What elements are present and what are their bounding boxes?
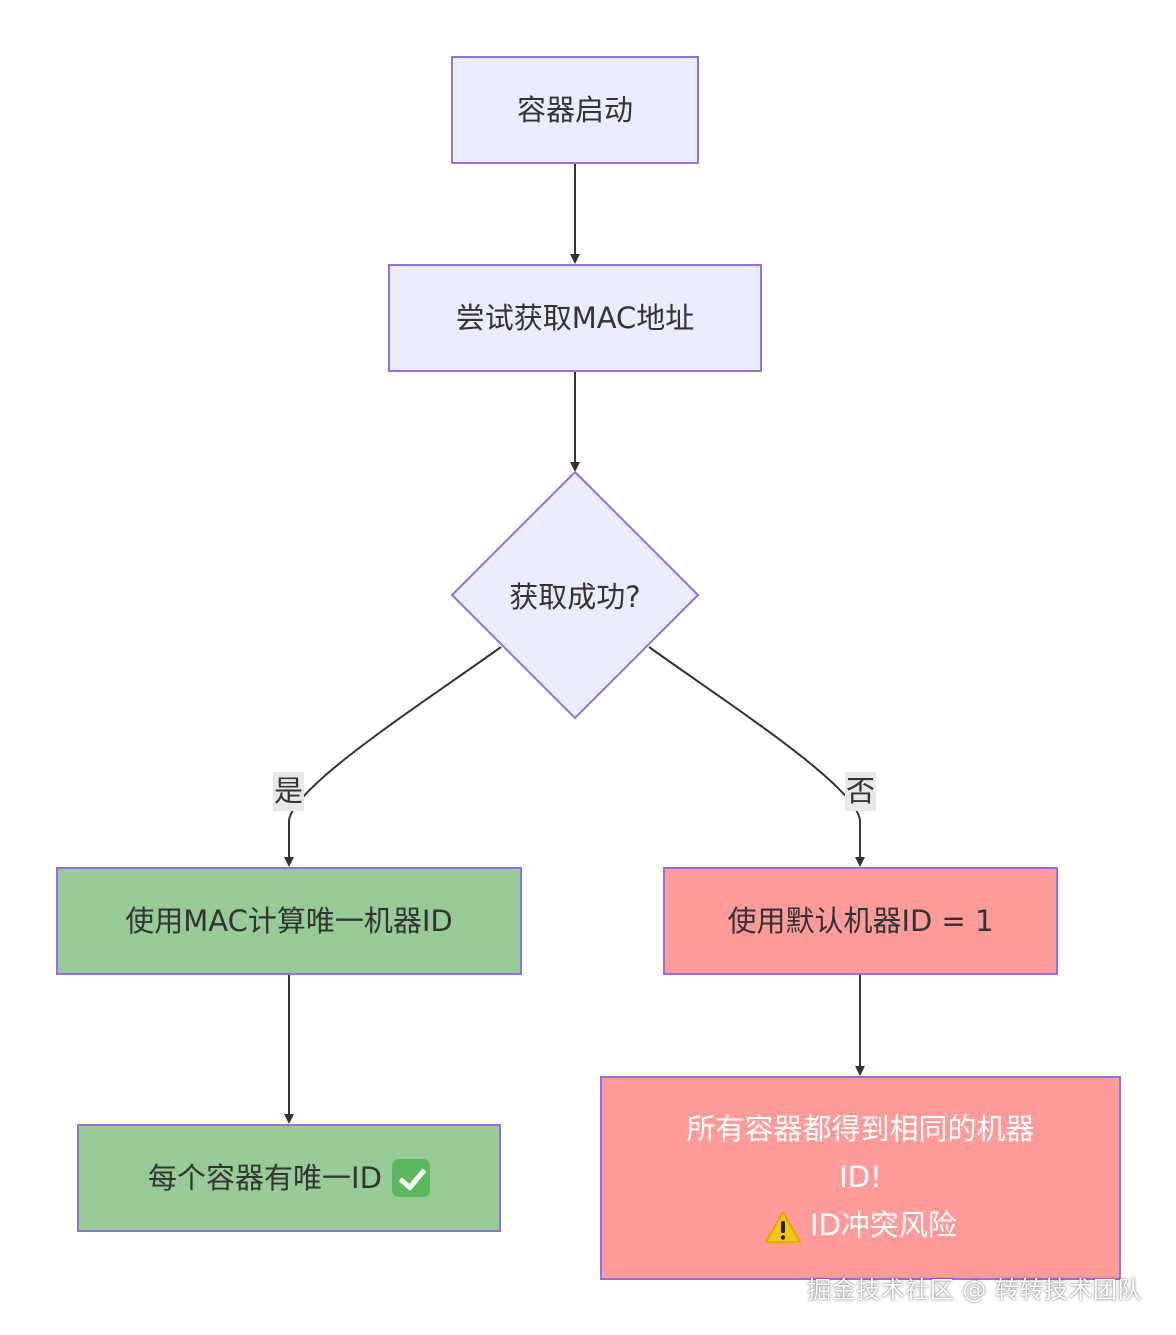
default-id-node-label: 使用默认机器ID = 1 (727, 903, 994, 938)
default-id-node: 使用默认机器ID = 1 (663, 867, 1058, 975)
conflict-line: ID冲突风险 (764, 1202, 957, 1250)
decision-node: 获取成功? (452, 472, 698, 718)
use-mac-node: 使用MAC计算唯一机器ID (56, 867, 522, 975)
use-mac-node-label: 使用MAC计算唯一机器ID (125, 903, 453, 938)
no-edge-label: 否 (845, 772, 877, 811)
same-id-line2: ID! (839, 1160, 882, 1195)
no-edge-text: 否 (846, 774, 876, 808)
warning-icon (765, 1210, 802, 1243)
same-id-node: 所有容器都得到相同的机器 ID! ID冲突风险 (600, 1076, 1121, 1280)
unique-id-node: 每个容器有唯一ID (77, 1124, 501, 1232)
get-mac-node-label: 尝试获取MAC地址 (455, 300, 695, 335)
yes-edge-label: 是 (273, 772, 305, 811)
unique-id-node-label: 每个容器有唯一ID (148, 1160, 382, 1195)
start-node: 容器启动 (451, 56, 699, 164)
get-mac-node: 尝试获取MAC地址 (388, 264, 762, 372)
edge-no (648, 646, 865, 867)
watermark: 掘金技术社区 @ 转转技术团队 (807, 1276, 1142, 1304)
start-node-label: 容器启动 (516, 92, 633, 127)
edge-yes (284, 646, 502, 867)
check-mark-icon (391, 1159, 430, 1197)
same-id-line1: 所有容器都得到相同的机器 (686, 1112, 1035, 1147)
conflict-text: ID冲突风险 (810, 1207, 957, 1242)
decision-diamond (450, 470, 700, 720)
decision-node-label: 获取成功? (509, 580, 641, 614)
yes-edge-text: 是 (274, 774, 304, 808)
